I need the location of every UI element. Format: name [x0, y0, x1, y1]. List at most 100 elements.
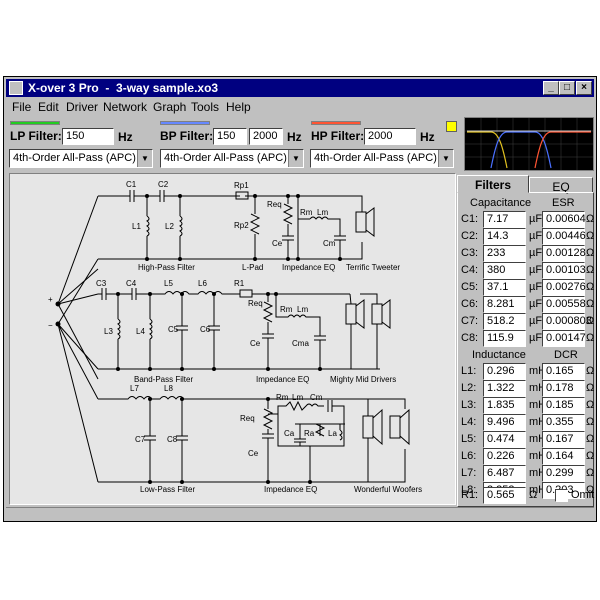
menu-help[interactable]: Help — [226, 100, 251, 114]
inductor-dcr-input[interactable]: 0.165 — [542, 363, 585, 380]
menu-driver[interactable]: Driver — [66, 100, 98, 114]
minimize-button[interactable]: _ — [543, 81, 559, 95]
inductor-label: L7: — [461, 467, 477, 479]
inductor-value-input[interactable]: 9.496 — [483, 414, 526, 431]
capacitor-value-input[interactable]: 233 — [483, 245, 526, 262]
inductor-dcr-input[interactable]: 0.167 — [542, 431, 585, 448]
hp-filter-type-value: 4th-Order All-Pass (APC) — [314, 152, 437, 164]
part-label: L3 — [104, 327, 113, 336]
inductor-value-input[interactable]: 6.487 — [483, 465, 526, 482]
maximize-button[interactable]: □ — [559, 81, 575, 95]
capacitor-value-input[interactable]: 518.2 — [483, 313, 526, 330]
minus-terminal: − — [48, 321, 53, 330]
part-label: Rm — [276, 393, 289, 402]
inductor-dcr-input[interactable]: 0.164 — [542, 448, 585, 465]
omit-checkbox[interactable] — [555, 489, 568, 502]
capacitor-esr-input[interactable]: 0.000803 — [542, 313, 592, 330]
inductor-value-input[interactable]: 1.835 — [483, 397, 526, 414]
inductor-unit: mH — [529, 382, 547, 394]
ohm-unit: Ω — [586, 332, 595, 344]
inductor-unit: mH — [529, 399, 547, 411]
capacitor-unit: µF — [529, 332, 543, 344]
menu-tools[interactable]: Tools — [191, 100, 220, 114]
part-label: Req — [267, 200, 282, 209]
ohm-unit: Ω — [586, 213, 595, 225]
menu-network[interactable]: Network — [103, 100, 148, 114]
capacitor-esr-input[interactable]: 0.00446 — [542, 228, 586, 245]
bp-low-frequency-input[interactable]: 150 — [213, 128, 247, 145]
chevron-down-icon[interactable]: ▼ — [288, 150, 303, 167]
inductor-unit: mH — [529, 484, 547, 496]
lp-frequency-input[interactable]: 150 — [62, 128, 114, 145]
part-label: Rm — [280, 305, 293, 314]
menu-file[interactable]: File — [12, 100, 32, 114]
chevron-down-icon[interactable]: ▼ — [137, 150, 152, 167]
close-button[interactable]: × — [576, 81, 592, 95]
inductor-unit: mH — [529, 450, 547, 462]
capacitor-value-input[interactable]: 8.281 — [483, 296, 526, 313]
inductor-value-input[interactable]: 0.296 — [483, 363, 526, 380]
inductor-value-input[interactable]: 1.322 — [483, 380, 526, 397]
bp-high-frequency-input[interactable]: 2000 — [249, 128, 283, 145]
crossover-schematic[interactable]: + − C1 C2 L1 L2 Rp1 Rp2 Req Rm Lm Ce Cm … — [9, 173, 456, 505]
part-label: Rp2 — [234, 221, 249, 230]
ohm-unit: Ω — [586, 281, 595, 293]
menu-graph[interactable]: Graph — [153, 100, 187, 114]
part-label: L7 — [130, 384, 139, 393]
r1-label: R1: — [461, 489, 479, 501]
inductor-unit: mH — [529, 467, 547, 479]
hp-frequency-input[interactable]: 2000 — [364, 128, 416, 145]
part-label: R1 — [234, 279, 245, 288]
capacitor-value-input[interactable]: 14.3 — [483, 228, 526, 245]
capacitor-esr-input[interactable]: 0.00147 — [542, 330, 586, 347]
capacitor-label: C7: — [461, 315, 479, 327]
hp-filter-type-select[interactable]: 4th-Order All-Pass (APC) ▼ — [310, 149, 454, 168]
inductor-label: L3: — [461, 399, 477, 411]
capacitor-esr-input[interactable]: 0.00128 — [542, 245, 586, 262]
inductor-dcr-input[interactable]: 0.299 — [542, 465, 585, 482]
hp-unit: Hz — [420, 130, 435, 144]
lp-filter-type-select[interactable]: 4th-Order All-Pass (APC) ▼ — [9, 149, 153, 168]
capacitor-esr-input[interactable]: 0.00103 — [542, 262, 586, 279]
inductor-value-input[interactable]: 0.226 — [483, 448, 526, 465]
capacitor-value-input[interactable]: 115.9 — [483, 330, 526, 347]
part-label: C6 — [200, 325, 211, 334]
bp-filter-type-select[interactable]: 4th-Order All-Pass (APC) ▼ — [160, 149, 304, 168]
r1-value-input[interactable]: 0.565 — [483, 487, 526, 504]
capacitor-label: C2: — [461, 230, 479, 242]
part-label: C2 — [158, 180, 169, 189]
capacitor-value-input[interactable]: 37.1 — [483, 279, 526, 296]
chevron-down-icon[interactable]: ▼ — [438, 150, 453, 167]
capacitor-esr-input[interactable]: 0.00604 — [542, 211, 586, 228]
lp-filter-label: LP Filter: — [10, 129, 62, 143]
part-label: Rm — [300, 208, 313, 217]
inductor-dcr-input[interactable]: 0.355 — [542, 414, 585, 431]
menu-edit[interactable]: Edit — [38, 100, 59, 114]
ohm-unit: Ω — [586, 315, 595, 327]
tab-eq[interactable]: EQ — [529, 177, 593, 194]
part-label: C8 — [167, 435, 178, 444]
inductor-dcr-input[interactable]: 0.178 — [542, 380, 585, 397]
tab-filters[interactable]: Filters — [457, 175, 529, 193]
inductor-dcr-input[interactable]: 0.185 — [542, 397, 585, 414]
r1-row: R1: 0.565 Ω Omit — [461, 487, 594, 504]
inductor-value-input[interactable]: 0.474 — [483, 431, 526, 448]
plus-terminal: + — [48, 295, 53, 304]
main-window: X-over 3 Pro - 3-way sample.xo3 _ □ × Fi… — [3, 76, 597, 522]
part-label: L1 — [132, 222, 141, 231]
app-icon[interactable] — [9, 81, 23, 95]
title-bar: X-over 3 Pro - 3-way sample.xo3 _ □ × — [6, 79, 594, 97]
capacitor-value-input[interactable]: 380 — [483, 262, 526, 279]
capacitor-label: C1: — [461, 213, 479, 225]
junction-dots — [55, 194, 342, 484]
capacitor-esr-input[interactable]: 0.00276 — [542, 279, 586, 296]
ohm-unit: Ω — [586, 450, 595, 462]
capacitor-esr-input[interactable]: 0.00558 — [542, 296, 586, 313]
inductor-label: L5: — [461, 433, 477, 445]
response-graph-thumbnail[interactable] — [464, 117, 594, 171]
capacitor-value-input[interactable]: 7.17 — [483, 211, 526, 228]
